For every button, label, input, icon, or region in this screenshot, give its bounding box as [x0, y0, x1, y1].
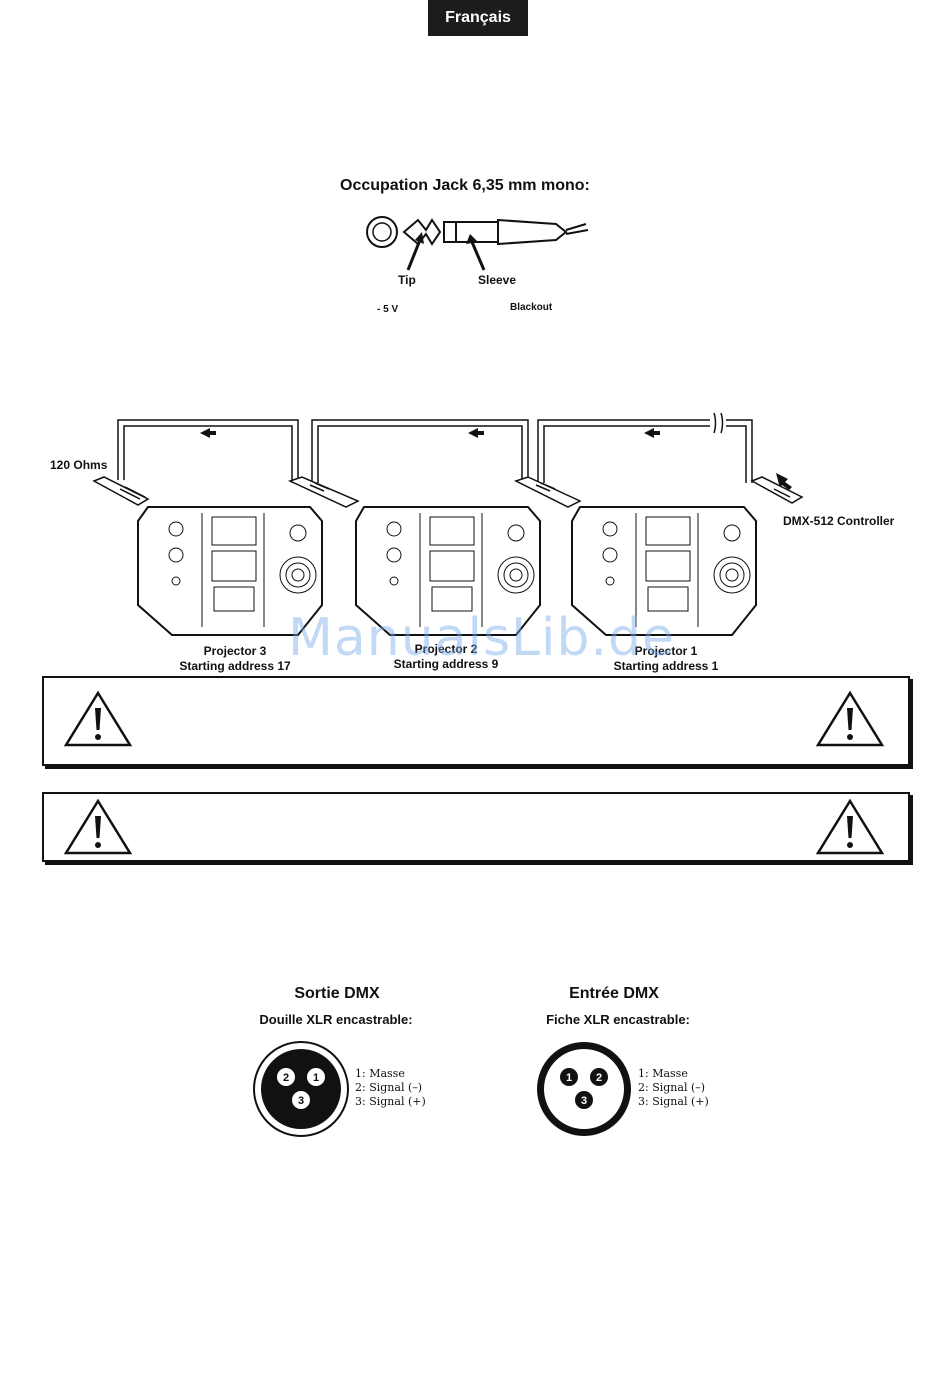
svg-text:1: 1 [313, 1072, 319, 1084]
dmx-in-subtitle: Fiche XLR encastrable: [546, 1012, 690, 1027]
terminator-label: 120 Ohms [50, 458, 108, 472]
dmx-out-subtitle: Douille XLR encastrable: [259, 1012, 413, 1027]
xlr-plug-diagram: 1 2 3 [537, 1042, 631, 1136]
dmx-chain-diagram [92, 412, 804, 636]
xlr-socket-diagram: 2 1 3 [253, 1041, 349, 1137]
dmx-in-pin-list: 1: Masse 2: Signal (–) 3: Signal (+) [638, 1067, 709, 1109]
tip-label: Tip [398, 273, 416, 287]
pin-item: 2: Signal (–) [355, 1081, 423, 1094]
warning-box [42, 676, 910, 766]
warning-triangle-icon [816, 690, 884, 747]
projector-name: Projector 2 [414, 642, 478, 656]
tip-value: - 5 V [377, 304, 399, 315]
pin-item: 3: Signal (+) [355, 1095, 426, 1108]
svg-text:2: 2 [596, 1072, 602, 1084]
projector-label: Projector 2 Starting address 9 [346, 642, 546, 672]
pin-item: 1: Masse [638, 1067, 688, 1080]
warning-triangle-icon [64, 690, 132, 747]
projector-address: Starting address 1 [613, 659, 719, 673]
warning-triangle-icon [816, 798, 884, 855]
projector-address: Starting address 17 [179, 659, 291, 673]
projector-label: Projector 3 Starting address 17 [135, 644, 335, 674]
dmx-in-title: Entrée DMX [569, 985, 659, 1002]
sleeve-label: Sleeve [478, 273, 517, 287]
pin-item: 2: Signal (–) [638, 1081, 706, 1094]
projector-name: Projector 3 [203, 644, 267, 658]
svg-text:3: 3 [581, 1095, 587, 1107]
controller-label: DMX-512 Controller [783, 514, 895, 528]
svg-text:2: 2 [283, 1072, 289, 1084]
jack-plug-diagram [366, 216, 589, 271]
svg-text:3: 3 [298, 1095, 304, 1107]
watermark: ManualsLib.de [288, 608, 676, 668]
dmx-out-pin-list: 1: Masse 2: Signal (–) 3: Signal (+) [355, 1067, 426, 1109]
sleeve-value: Blackout [510, 302, 553, 313]
pin-item: 1: Masse [355, 1067, 405, 1080]
projector-address: Starting address 9 [393, 657, 499, 671]
language-tab: Français [428, 0, 528, 36]
pin-item: 3: Signal (+) [638, 1095, 709, 1108]
dmx-out-title: Sortie DMX [294, 985, 380, 1002]
svg-text:1: 1 [566, 1072, 572, 1084]
projector-label: Projector 1 Starting address 1 [566, 644, 766, 674]
warning-box [42, 792, 910, 862]
warning-triangle-icon [64, 798, 132, 855]
jack-title: Occupation Jack 6,35 mm mono: [340, 177, 590, 194]
projector-name: Projector 1 [634, 644, 698, 658]
